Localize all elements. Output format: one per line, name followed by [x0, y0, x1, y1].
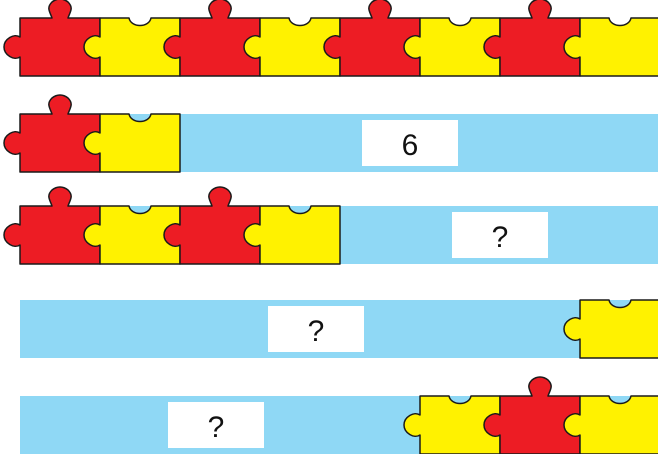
row-4-value: ? [308, 315, 325, 348]
red-puzzle-piece [4, 95, 100, 172]
row-2-value: 6 [402, 129, 419, 162]
red-puzzle-piece [4, 0, 100, 76]
row-4: ? [20, 300, 658, 358]
row-5-value: ? [208, 411, 225, 444]
row-5-pieces [404, 377, 658, 454]
row-1-pieces [4, 0, 658, 76]
row-2: 6 [4, 95, 658, 172]
row-3: ? [4, 187, 658, 264]
row-2-pieces [4, 95, 180, 172]
row-1 [4, 0, 658, 76]
row-5: ? [20, 377, 658, 454]
row-3-value: ? [492, 221, 509, 254]
red-puzzle-piece [4, 187, 100, 264]
row-3-pieces [4, 187, 340, 264]
